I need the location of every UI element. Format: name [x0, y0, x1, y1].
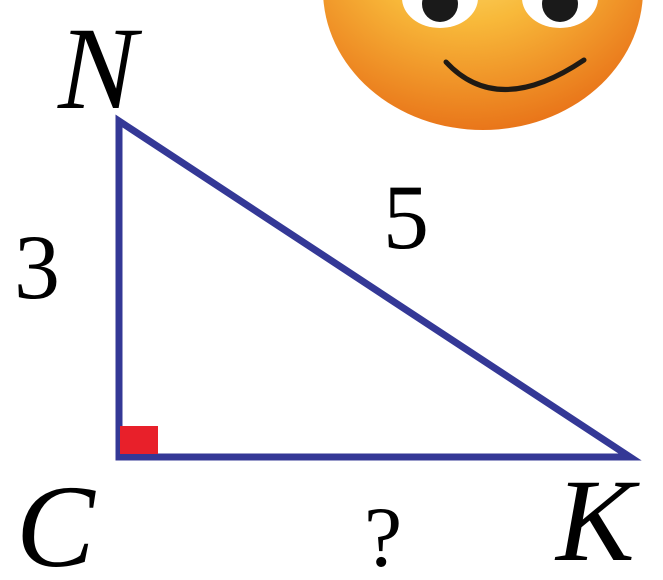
triangle-shape — [115, 114, 642, 461]
smiley-face-icon — [323, 0, 643, 130]
side-label-ck: ? — [364, 489, 402, 580]
right-angle-marker — [120, 426, 158, 454]
side-label-nk: 5 — [383, 166, 429, 268]
side-label-nc: 3 — [14, 216, 60, 318]
vertex-label-c: C — [16, 461, 96, 580]
vertex-label-n: N — [57, 3, 143, 134]
vertex-label-k: K — [554, 455, 640, 580]
